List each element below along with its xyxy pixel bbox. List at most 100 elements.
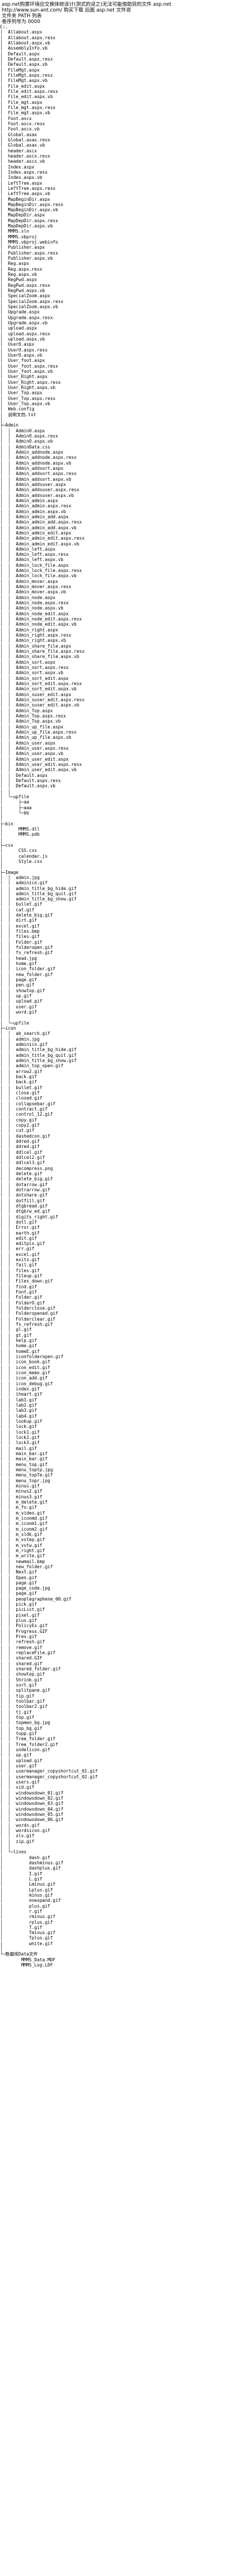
file-name: │ │ gl.gif xyxy=(0,1327,32,1333)
tree-file-row: │ │ Admin_admin_add.aspx.vb xyxy=(0,525,235,530)
tree-file-row: │ User_Top.aspx xyxy=(0,390,235,395)
file-name: │ │ dtgbrw_ed.gif xyxy=(0,1209,50,1214)
tree-file-row: │ Publisher.aspx xyxy=(0,245,235,250)
file-name: │ │ Admin_sort.aspx xyxy=(0,659,56,665)
file-name: │ │ PolicyEx.gif xyxy=(0,1623,48,1629)
tree-file-row: │ │ control_12.gif xyxy=(0,1112,235,1117)
file-name: │ white.gif xyxy=(0,1941,53,1946)
tree-file-row: │ │ m_fo.gif xyxy=(0,1505,235,1510)
file-name: C:. xyxy=(0,24,8,29)
file-name: │ │ user.gif xyxy=(0,1763,38,1769)
file-name: │ │ Admin_lock_file.aspx.resx xyxy=(0,568,82,574)
tree-file-row: │ │ ddred.gif xyxy=(0,1144,235,1149)
tree-file-row: │ MapBeginDir.aspx xyxy=(0,197,235,202)
file-name: │ │ remove.gif xyxy=(0,1644,43,1650)
tree-file-row: │ │ windowsdown_01.gif xyxy=(0,1790,235,1796)
tree-file-row: │ 说明文档.txt xyxy=(0,412,235,417)
tree-file-row: │ Allabout.aspx.vb xyxy=(0,40,235,46)
tree-file-row: │ │ fileup.gif xyxy=(0,1273,235,1278)
tree-file-row: │ │ Admin_suser_edit.aspx.resx xyxy=(0,697,235,702)
file-name: │ │ homeE.gif xyxy=(0,1348,40,1354)
header-volume-serial: 卷序列号为 0000 xyxy=(2,19,40,25)
tree-file-row: │ Upgrade.aspx.resx xyxy=(0,315,235,320)
file-name: │ Web.config xyxy=(0,406,35,412)
tree-file-row: │ Lminus.gif xyxy=(0,1882,235,1887)
tree-file-row: │ dash.gif xyxy=(0,1855,235,1860)
file-name: │ │ Admin_user.aspx.resx xyxy=(0,745,69,751)
file-name: │ FileMgt.aspx xyxy=(0,67,40,73)
file-name: │ │ Admin_user.aspx.vb xyxy=(0,751,64,757)
file-name: │ MMMS.dll xyxy=(0,826,40,832)
file-name: │ │ copy2.gif xyxy=(0,1122,40,1128)
tree-file-row: │ RegPwd.aspx.resx xyxy=(0,283,235,288)
file-name: │ │ usermanager_copyshortcut_02.gif xyxy=(0,1774,98,1779)
tree-file-row: │ │ lock2.gif xyxy=(0,1435,235,1440)
file-name: │ │ ddred.gif xyxy=(0,1144,40,1150)
tree-file-row: │ │ lock3.gif xyxy=(0,1440,235,1445)
file-name: │ │ Admin_addsuser.aspx xyxy=(0,481,66,487)
tree-file-row: │ │ toolbar.gif xyxy=(0,1699,235,1704)
file-name: │ │ Default.aspx.vb xyxy=(0,783,56,789)
tree-file-row: │ │ dotfill.gif xyxy=(0,1198,235,1203)
file-name: │ Global.asax.vb xyxy=(0,143,45,148)
tree-file-row: │ │ picList.gif xyxy=(0,1607,235,1612)
tree-folder-row: ├─icon xyxy=(0,1026,235,1031)
file-name: │ LeftTree.aspx.resx xyxy=(0,185,56,191)
tree-file-row: │ │ fail.gif xyxy=(0,1262,235,1268)
tree-file-row: │ xyxy=(0,864,235,869)
file-name: │ │ m_right.gif xyxy=(0,1547,45,1553)
tree-file-row: │ │ main_bar.gif xyxy=(0,1456,235,1461)
file-name: │ noexpand.gif xyxy=(0,1898,61,1904)
file-name: │ │ Admin_suser_edit.aspx xyxy=(0,691,72,697)
tree-file-row: │ │ Admin_sort.aspx.vb xyxy=(0,670,235,675)
tree-file-row: │ │ cut.gif xyxy=(0,1128,235,1133)
header-title: asp.net购票环境应交换体统设计(测式的设之)无法可能借助目的文件 asp.… xyxy=(2,2,171,8)
tree-file-row: │ │ Admin_Top.aspx.vb xyxy=(0,719,235,724)
file-name: │ │ menu_top.gif xyxy=(0,1461,48,1467)
file-name: │ │ Admin_left.aspx xyxy=(0,546,56,552)
tree-file-row: │ │ icon_folder.gif xyxy=(0,966,235,971)
file-name: │ User_Right.aspx.vb xyxy=(0,384,56,390)
file-name: │ │ windowsdown_06.gif xyxy=(0,1817,64,1823)
file-name: │ dashplus.gif xyxy=(0,1865,61,1871)
tree-file-row: │ xyxy=(0,838,235,843)
tree-file-row: │ xyxy=(0,417,235,423)
tree-file-row: │ │ xyxy=(0,1844,235,1849)
tree-file-row: │ │ admin_title_bg_hide.gif xyxy=(0,1047,235,1052)
tree-file-row: │ │ peoplegraphene_00.gif xyxy=(0,1597,235,1602)
tree-file-row: │ LeftTree.aspx.resx xyxy=(0,186,235,191)
file-name: │ Upgrade.aspx xyxy=(0,309,40,315)
file-name: │ │ admin_title_bg_hide.gif xyxy=(0,1047,77,1053)
file-name: │ │ icon_folder.gif xyxy=(0,966,56,972)
tree-file-row: │ │ bullet.gif xyxy=(0,902,235,907)
file-name: │ │ Admin_addsort.aspx.vb xyxy=(0,476,72,482)
tree-file-row: │ │ shared.gif xyxy=(0,1661,235,1666)
tree-file-row: │ │ admin.jpg xyxy=(0,875,235,880)
tree-file-row: │ │ Admin_node.aspx.vb xyxy=(0,605,235,611)
file-name: │ │ picList.gif xyxy=(0,1607,45,1613)
tree-file-row: │ T.gif xyxy=(0,1925,235,1930)
tree-file-row: │ │ files.bmp xyxy=(0,929,235,934)
file-name: │ CSS.css xyxy=(0,848,38,854)
file-name: │ │ Admin_sort_edit.aspx xyxy=(0,675,69,681)
file-name: │ │ m_vstep.gif xyxy=(0,1537,45,1543)
folder-name: └─数据库Data文件 xyxy=(0,1951,38,1957)
file-name: │ │ files.gif xyxy=(0,934,40,940)
file-name: │ │ dirt.gif xyxy=(0,918,38,924)
tree-file-row: │ │ AdminO.aspx.resx xyxy=(0,433,235,439)
tree-file-row: │ │ PolicyEx.gif xyxy=(0,1623,235,1628)
tree-file-row: │ │ admin_title_bg_hide.gif xyxy=(0,886,235,891)
tree-file-row: │ │ Admin_share_file.aspx.vb xyxy=(0,654,235,659)
folder-name: │ └─lines xyxy=(0,1849,27,1855)
tree-folder-row: ├─bin xyxy=(0,821,235,827)
tree-file-row: │ User_Top.aspx.resx xyxy=(0,396,235,401)
tree-file-row: │ │ Default.aspx.vb xyxy=(0,783,235,788)
tree-file-row: MMMS_Data.MDF xyxy=(0,1957,235,1962)
file-name: │ upload.aspx xyxy=(0,326,38,331)
tree-file-row: │ │ home.gif xyxy=(0,961,235,966)
file-name: │ │ Admin_mover.aspx xyxy=(0,578,58,584)
tree-file-row: │ │ wordsicon.gif xyxy=(0,1828,235,1833)
tree-file-row: │ SpecialZoom.aspx xyxy=(0,293,235,298)
tree-file-row: │ │ Admin_right.aspx xyxy=(0,627,235,633)
tree-file-row: │ │ delete_big.gif xyxy=(0,913,235,918)
